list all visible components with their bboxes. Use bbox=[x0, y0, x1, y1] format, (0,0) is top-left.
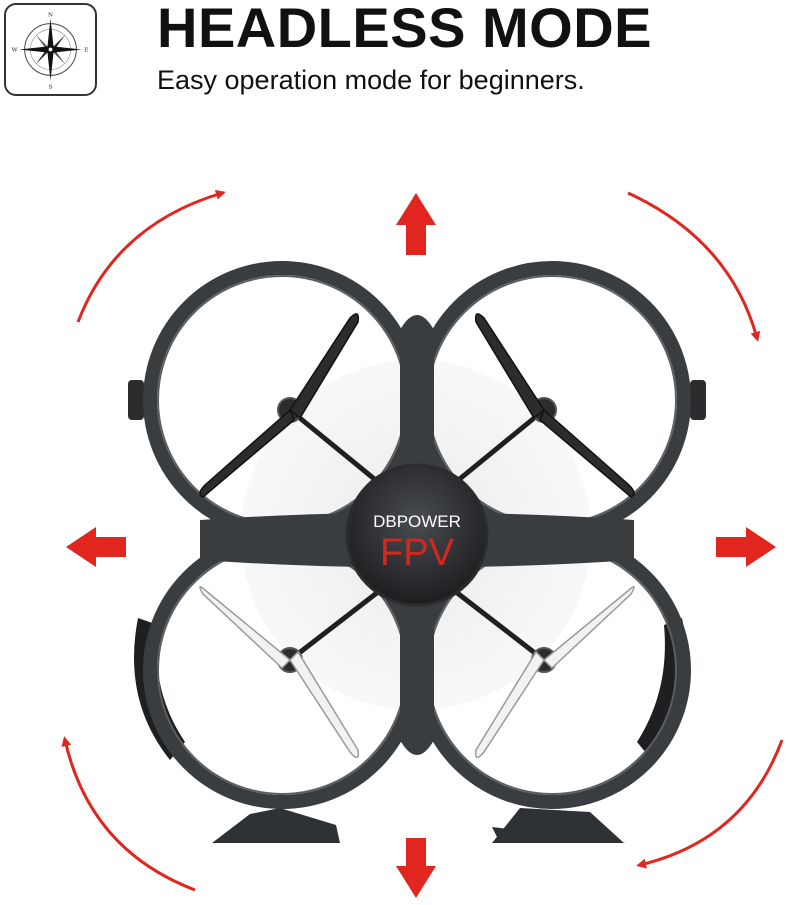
model-label: FPV bbox=[380, 532, 455, 574]
compass-south-label: S bbox=[49, 84, 53, 90]
arrow-right-icon bbox=[716, 527, 776, 567]
compass-rose-icon: N S E W bbox=[12, 12, 89, 90]
page-title: HEADLESS MODE bbox=[157, 0, 652, 59]
arrow-left-icon bbox=[66, 527, 126, 567]
compass-badge: N S E W bbox=[4, 3, 97, 96]
compass-west-label: W bbox=[12, 47, 18, 53]
arrow-backward-icon bbox=[396, 838, 436, 898]
brand-label: DBPOWER bbox=[373, 512, 461, 531]
page-subtitle: Easy operation mode for beginners. bbox=[157, 65, 585, 95]
arrow-forward-icon bbox=[396, 193, 436, 255]
compass-north-label: N bbox=[48, 12, 53, 18]
rotation-arrow-bottom-left bbox=[61, 736, 196, 892]
rotation-arrow-bottom-right bbox=[636, 739, 784, 869]
landing-skid-left bbox=[212, 808, 340, 843]
rotation-arrow-top-right bbox=[627, 191, 761, 342]
rotation-arrow-top-left bbox=[76, 189, 226, 323]
front-propellers bbox=[199, 313, 635, 498]
compass-east-label: E bbox=[84, 47, 88, 53]
rear-propellers bbox=[199, 586, 635, 759]
